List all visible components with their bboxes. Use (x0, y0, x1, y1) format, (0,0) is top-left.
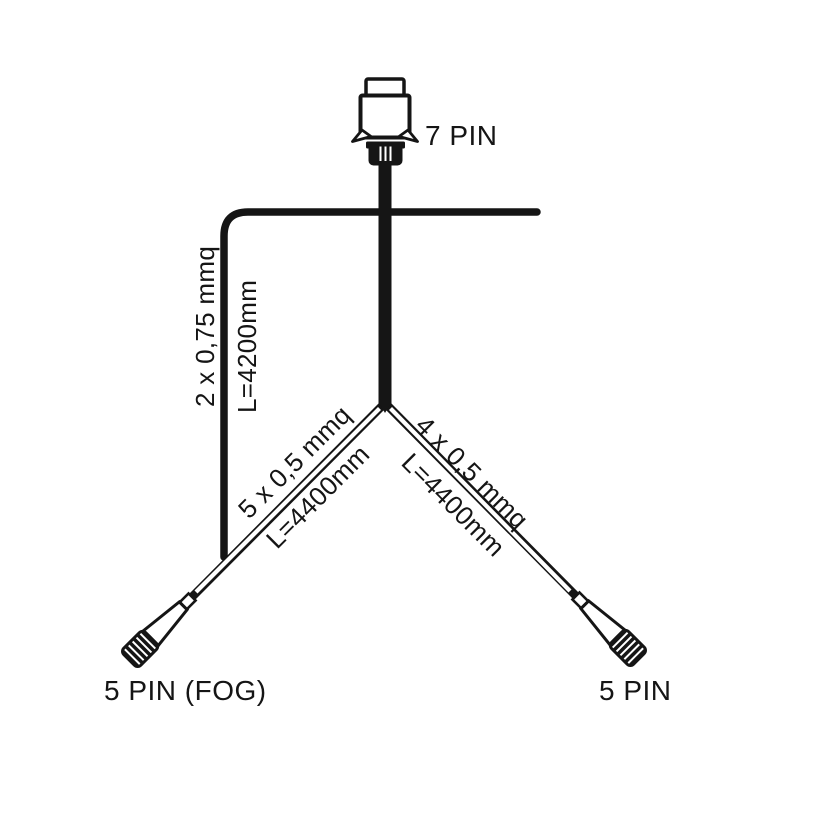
main-cable (378, 163, 392, 413)
left-branch-cable (187, 403, 386, 601)
5-pin-fog-label: 5 PIN (FOG) (104, 675, 267, 706)
side-cable-spec-label: 2 x 0,75 mmq (190, 246, 220, 407)
right-branch-cable (384, 403, 581, 600)
side-cable-length-label: L=4200mm (232, 280, 262, 413)
5-pin-fog-connector (117, 585, 204, 672)
5-pin-label: 5 PIN (599, 675, 672, 706)
5-pin-connector (564, 584, 651, 671)
7-pin-label: 7 PIN (425, 120, 498, 151)
cable-junction (378, 402, 392, 413)
7-pin-connector (351, 77, 419, 166)
side-branch-cable (220, 208, 541, 561)
